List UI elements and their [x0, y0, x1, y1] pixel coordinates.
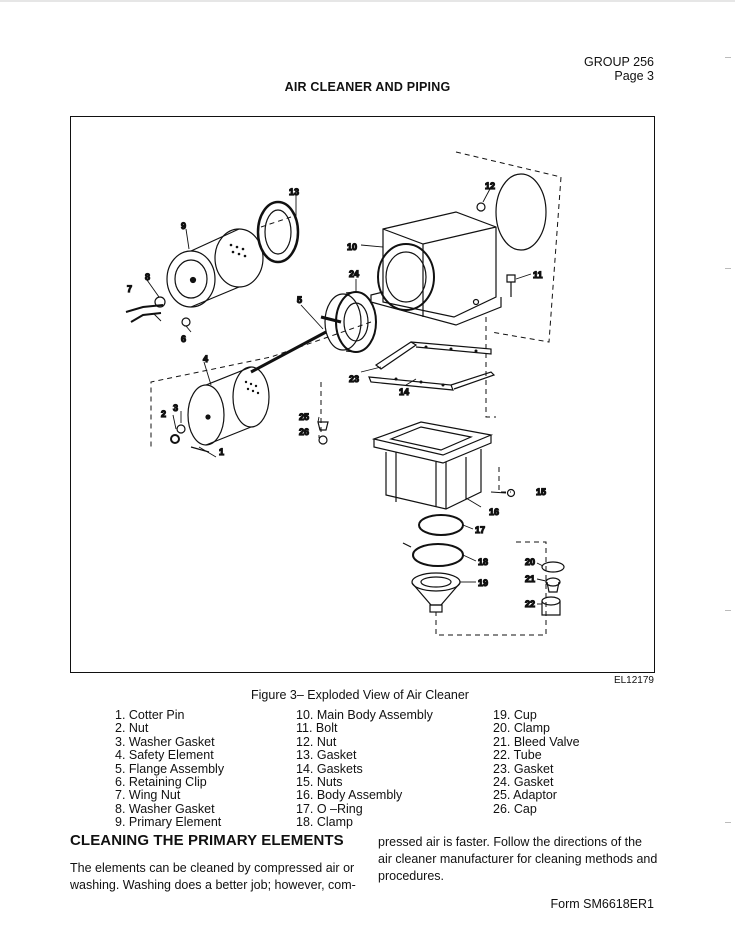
group-number: GROUP 256: [584, 55, 654, 69]
callout-23: 23: [349, 374, 359, 384]
parts-list-column-1: 1. Cotter Pin 2. Nut 3. Washer Gasket 4.…: [115, 708, 225, 830]
main-body-drawing: [370, 211, 502, 326]
body-paragraph-right: pressed air is faster. Follow the direct…: [378, 835, 658, 883]
callout-24: 24: [349, 269, 359, 279]
parts-list-column-2: 10. Main Body Assembly 11. Bolt 12. Nut …: [296, 708, 433, 830]
parts-list-item: 13. Gasket: [296, 748, 357, 763]
page-number: Page 3: [614, 69, 654, 83]
callout-22: 22: [525, 599, 535, 609]
parts-list-item: 26. Cap: [493, 801, 537, 816]
callout-16: 16: [489, 507, 499, 517]
parts-list-item: 24. Gasket: [493, 775, 554, 790]
page-top-edge: [0, 0, 735, 2]
section-heading: CLEANING THE PRIMARY ELEMENTS: [70, 832, 344, 849]
margin-tick: [725, 822, 731, 823]
callout-7: 7: [127, 284, 132, 294]
callout-21: 21: [525, 574, 535, 584]
callout-20: 20: [525, 557, 535, 567]
parts-list-column-3: 19. Cup 20. Clamp 21. Bleed Valve 22. Tu…: [493, 708, 580, 816]
parts-list-item: 12. Nut: [296, 734, 337, 749]
parts-list-item: 15. Nuts: [296, 775, 343, 790]
callout-5: 5: [297, 295, 302, 305]
callout-8: 8: [145, 272, 150, 282]
callout-25: 25: [299, 412, 309, 422]
cup-drawing: [411, 572, 461, 613]
parts-list-item: 2. Nut: [115, 721, 149, 736]
parts-list-item: 22. Tube: [493, 748, 542, 763]
callout-11: 11: [533, 270, 543, 280]
parts-list-item: 23. Gasket: [493, 761, 554, 776]
parts-list-item: 14. Gaskets: [296, 761, 363, 776]
callout-18: 18: [478, 557, 488, 567]
body-paragraph-left: The elements can be cleaned by compresse…: [70, 861, 356, 892]
callout-6: 6: [181, 334, 186, 344]
callout-leaders: [146, 186, 547, 605]
assembly-guide-lines: [150, 151, 562, 636]
callout-14: 14: [399, 387, 409, 397]
callout-3: 3: [173, 403, 178, 413]
callout-10: 10: [347, 242, 357, 252]
parts-list-item: 11. Bolt: [296, 721, 338, 736]
parts-list-item: 16. Body Assembly: [296, 788, 403, 803]
clamp-drawing: [402, 542, 464, 567]
air-cleaner-drawing: 1 2 3 4 5 6 7 8 9 10 11 12 13 14 15 16 1…: [125, 151, 565, 636]
form-number: Form SM6618ER1: [550, 897, 654, 911]
callout-26: 26: [299, 427, 309, 437]
gasket-strips-drawing: [368, 341, 496, 391]
parts-list-item: 7. Wing Nut: [115, 788, 181, 803]
parts-list-item: 6. Retaining Clip: [115, 775, 207, 790]
parts-list-item: 19. Cup: [493, 708, 537, 722]
parts-list-item: 4. Safety Element: [115, 748, 214, 763]
parts-list-item: 20. Clamp: [493, 721, 550, 736]
wing-nut-assembly-drawing: [125, 296, 191, 327]
primary-element-drawing: [166, 228, 264, 308]
bleed-valve-group-drawing: [541, 561, 565, 616]
parts-list-item: 9. Primary Element: [115, 815, 222, 830]
parts-list-item: 25. Adaptor: [493, 788, 557, 803]
safety-element-drawing: [187, 366, 270, 446]
margin-tick: [725, 268, 731, 269]
parts-list-item: 21. Bleed Valve: [493, 734, 580, 749]
page-title: AIR CLEANER AND PIPING: [284, 80, 451, 94]
parts-list-item: 10. Main Body Assembly: [296, 708, 433, 722]
callout-15: 15: [536, 487, 546, 497]
callout-13: 13: [289, 187, 299, 197]
adaptor-cap-drawing: [317, 421, 329, 445]
callout-4: 4: [203, 354, 208, 364]
callout-12: 12: [485, 181, 495, 191]
figure-code: EL12179: [613, 675, 654, 686]
gasket-ring-drawing: [256, 200, 300, 264]
top-plate-drawing: [476, 173, 547, 297]
parts-list-item: 17. O –Ring: [296, 801, 363, 816]
margin-tick: [725, 57, 731, 58]
callout-19: 19: [478, 578, 488, 588]
body-assembly-drawing: [371, 421, 516, 510]
parts-list-item: 8. Washer Gasket: [115, 801, 215, 816]
callout-17: 17: [475, 525, 485, 535]
callout-1: 1: [219, 447, 224, 457]
parts-list-item: 3. Washer Gasket: [115, 734, 215, 749]
callout-labels: 1 2 3 4 5 6 7 8 9 10 11 12 13 14 15 16 1…: [126, 180, 546, 609]
callout-9: 9: [181, 221, 186, 231]
parts-list-item: 5. Flange Assembly: [115, 761, 225, 776]
flange-assembly-drawing: [250, 291, 377, 374]
page-header: GROUP 256 Page 3: [584, 55, 654, 83]
o-ring-drawing: [418, 514, 464, 536]
parts-list-item: 18. Clamp: [296, 815, 353, 830]
figure-caption: Figure 3– Exploded View of Air Cleaner: [251, 688, 469, 702]
exploded-view-figure: 1 2 3 4 5 6 7 8 9 10 11 12 13 14 15 16 1…: [70, 116, 655, 673]
margin-tick: [725, 610, 731, 611]
parts-list-item: 1. Cotter Pin: [115, 708, 185, 722]
callout-2: 2: [161, 409, 166, 419]
